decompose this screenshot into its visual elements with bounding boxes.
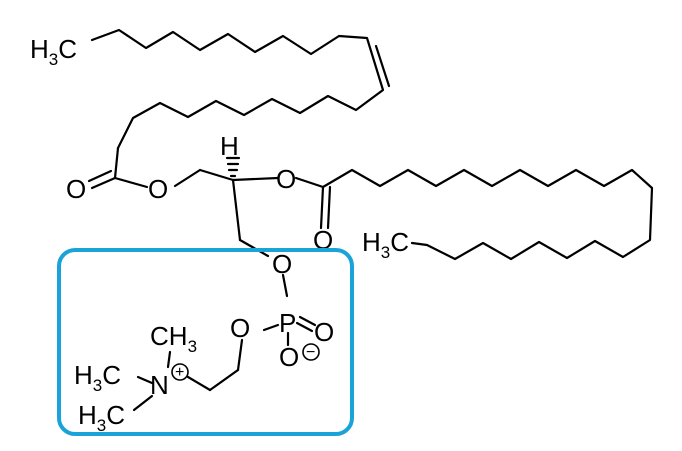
phosphate-ester-oxygen-glycerol: O (272, 249, 292, 279)
svg-text:+: + (175, 364, 184, 381)
headgroup-highlight-box (57, 248, 354, 436)
carbonyl-oxygen-left: O (66, 174, 86, 204)
phosphate-ester-oxygen-choline: O (230, 313, 250, 343)
choline-group (132, 338, 244, 412)
stereo-hash-bond (225, 156, 241, 178)
ester-left (87, 146, 235, 190)
carbonyl-oxygen-right: O (313, 225, 333, 255)
negative-charge-icon: − (302, 343, 320, 361)
nitrogen-atom: N (150, 370, 169, 400)
phosphoryl-oxygen: O (314, 317, 334, 347)
palmitoyl-chain (294, 168, 654, 261)
ester-oxygen-right: O (276, 164, 296, 194)
svg-text:−: − (306, 344, 315, 361)
n-methyl-top: CH3 (150, 321, 197, 356)
glycerol-backbone (225, 156, 280, 258)
ester-oxygen-left: O (148, 174, 168, 204)
phosphorus-atom: P (279, 308, 296, 338)
n-methyl-left: H3C (74, 360, 121, 395)
atom-labels: H3C O O H O O H3C O P O O O − CH3 H3C N (30, 34, 409, 435)
oleoyl-terminal-methyl: H3C (30, 34, 77, 69)
phosphate-group (262, 273, 317, 347)
phosphate-anionic-oxygen: O (279, 342, 299, 372)
positive-charge-icon: + (171, 363, 189, 381)
n-methyl-bottom: H3C (78, 400, 125, 435)
palmitoyl-terminal-methyl: H3C (362, 227, 409, 262)
oleoyl-chain (90, 28, 391, 150)
stereo-hydrogen: H (220, 131, 239, 161)
